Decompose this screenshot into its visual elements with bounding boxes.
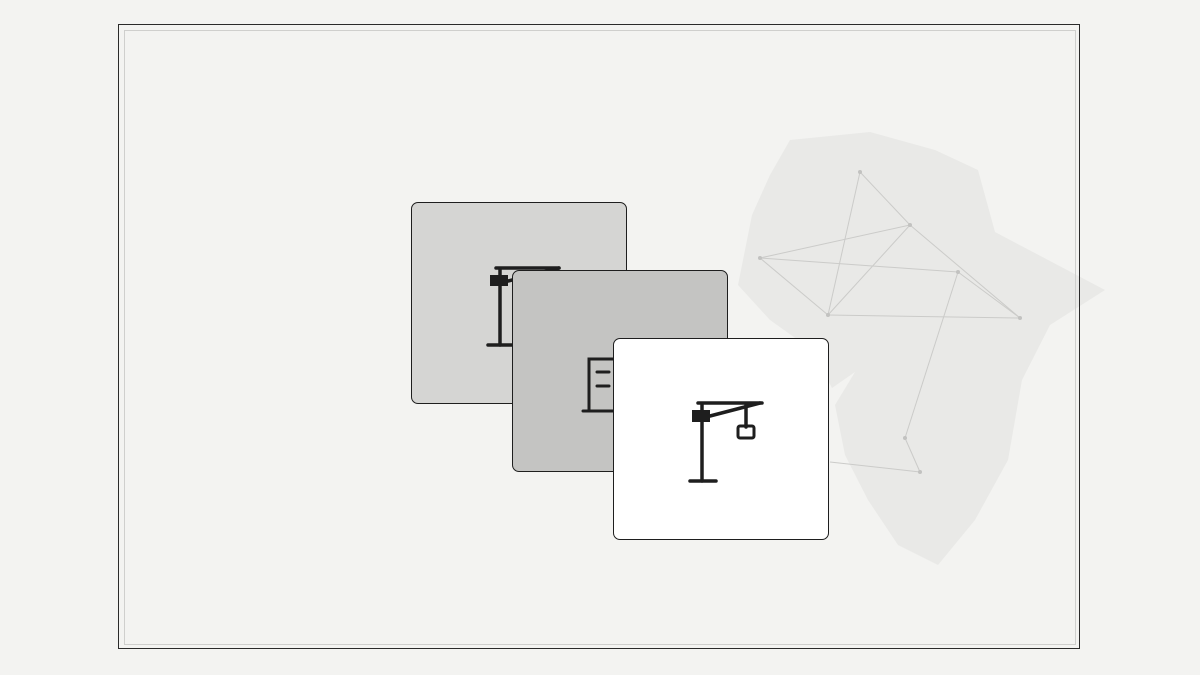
- network-graph: [759, 171, 1021, 473]
- outer-frame: [118, 24, 1080, 649]
- inner-frame: [124, 30, 1076, 645]
- card-front: [613, 338, 829, 540]
- network-nodes: [758, 170, 1022, 474]
- crane-icon: [688, 401, 764, 483]
- map-region-shape: [738, 132, 1105, 565]
